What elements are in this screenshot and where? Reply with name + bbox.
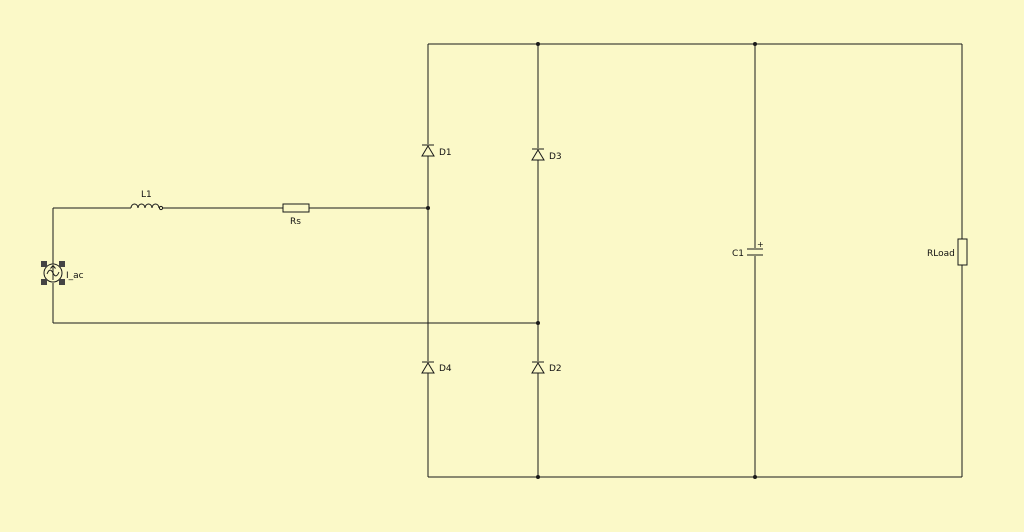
junction-dot (536, 42, 540, 46)
selection-handle[interactable] (41, 261, 47, 267)
selection-handle[interactable] (59, 279, 65, 285)
source-label: I_ac (66, 271, 84, 281)
diode-d1[interactable]: D1 (421, 144, 452, 159)
diode-d2[interactable]: D2 (531, 361, 562, 375)
diode-d3-label: D3 (549, 152, 562, 162)
junction-dot (426, 206, 430, 210)
ac-current-source-icon (43, 263, 63, 283)
junction-dot (753, 42, 757, 46)
diode-icon (421, 144, 435, 159)
selection-handle[interactable] (41, 279, 47, 285)
diode-d4[interactable]: D4 (421, 361, 452, 375)
diode-icon (421, 361, 435, 375)
diode-icon (531, 361, 545, 375)
junction-dot (753, 475, 757, 479)
diode-d4-label: D4 (439, 364, 452, 374)
resistor-icon (282, 203, 310, 213)
selection-handle[interactable] (59, 261, 65, 267)
diode-d1-label: D1 (439, 148, 452, 158)
wires (52, 43, 963, 478)
junction-dot (536, 475, 540, 479)
diode-d2-label: D2 (549, 364, 562, 374)
inductor-label: L1 (141, 190, 152, 200)
resistor-rs-label: Rs (290, 217, 301, 227)
resistor-rs[interactable]: Rs (282, 203, 310, 227)
inductor-l1[interactable]: L1 (130, 190, 164, 211)
resistor-rload-label: RLoad (927, 249, 955, 259)
junctions (426, 42, 757, 479)
junction-dot (536, 321, 540, 325)
resistor-icon (957, 238, 968, 266)
resistor-rload[interactable]: RLoad (927, 238, 968, 266)
selection-handles[interactable] (41, 261, 65, 285)
diode-d3[interactable]: D3 (531, 148, 562, 162)
ac-current-source[interactable]: I_ac (41, 261, 84, 285)
capacitor-polarity-mark: + (757, 240, 764, 249)
capacitor-c1-label: C1 (732, 249, 744, 259)
capacitor-c1[interactable]: + C1 (732, 240, 764, 259)
inductor-icon (130, 203, 164, 211)
diode-icon (531, 148, 545, 162)
polarized-capacitor-icon (747, 248, 763, 256)
